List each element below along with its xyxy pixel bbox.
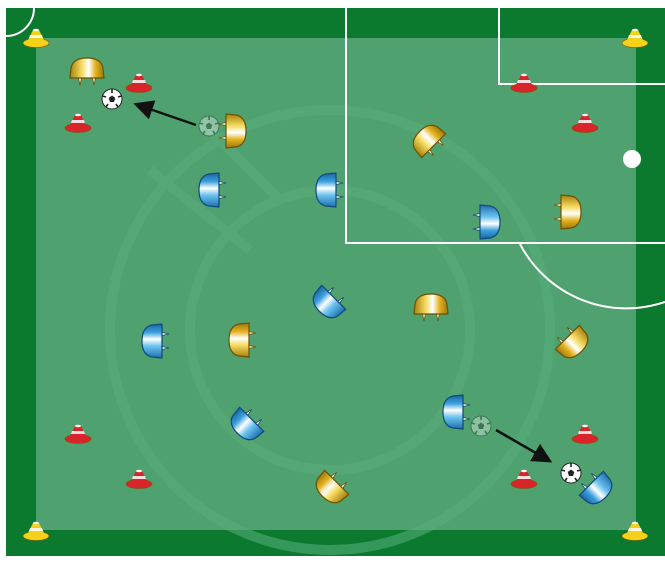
soccer-ball-icon bbox=[102, 89, 122, 109]
soccer-ball-icon bbox=[561, 463, 581, 483]
soccer-ball-icon bbox=[199, 116, 219, 136]
penalty-spot bbox=[623, 150, 641, 168]
soccer-ball-icon bbox=[471, 416, 491, 436]
